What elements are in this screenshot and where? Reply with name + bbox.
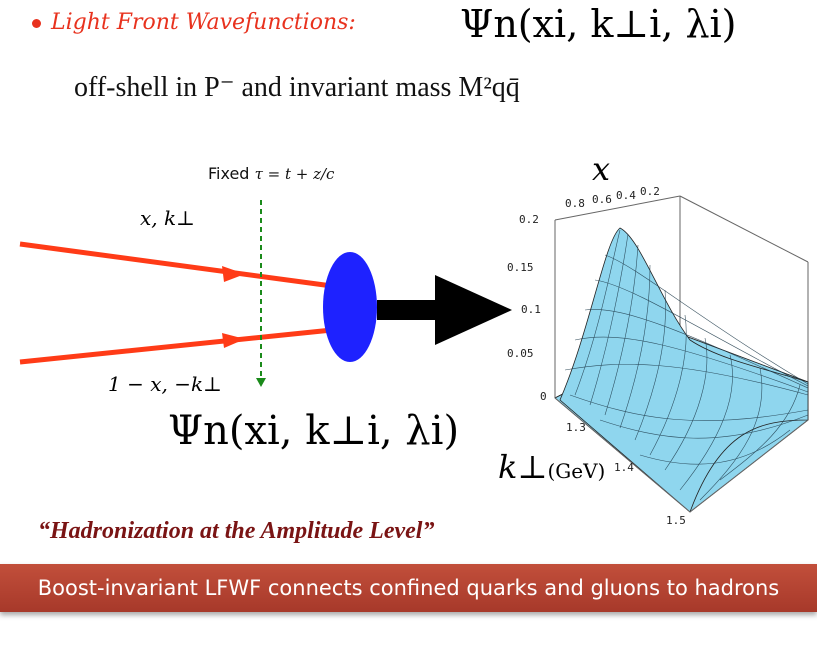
- hadronization-caption: “Hadronization at the Amplitude Level”: [38, 518, 435, 544]
- k-tick-3: 1.5: [666, 514, 686, 527]
- output-arrow-shaft: [377, 300, 447, 320]
- quark-arrow-bottom-icon: [222, 333, 245, 348]
- bottom-momentum-label: 1 − x, −k⊥: [108, 372, 222, 396]
- z-tick-4: 0.05: [507, 347, 534, 360]
- bullet-label: Light Front Wavefunctions:: [51, 10, 356, 35]
- fixed-formula: τ = t + z/c: [254, 165, 335, 183]
- hadron-blob: [323, 252, 377, 362]
- kperp-axis-label: k⊥(GeV): [498, 448, 605, 486]
- bullet-dot-icon: [32, 18, 41, 28]
- quark-line-bottom: [19, 327, 333, 365]
- x-tick-1: 0.8: [565, 197, 585, 210]
- bullet-heading: Light Front Wavefunctions:: [32, 10, 356, 35]
- psi-formula-bottom: Ψn(xi, k⊥i, λi): [168, 408, 460, 454]
- psi-formula-text: Ψn(xi, k⊥i, λi): [460, 2, 737, 46]
- z-tick-3: 0.1: [521, 303, 541, 316]
- k-tick-2: 1.4: [614, 461, 634, 474]
- k-tick-1: 1.3: [566, 421, 586, 434]
- z-tick-1: 0.2: [519, 213, 539, 226]
- x-tick-4: 0.2: [640, 185, 660, 198]
- x-axis-label: x: [592, 150, 611, 188]
- fixed-prefix: Fixed: [208, 164, 250, 183]
- x-tick-2: 0.6: [592, 193, 612, 206]
- quark-arrow-top-icon: [222, 266, 245, 282]
- off-shell-text: off-shell in P⁻ and invariant mass M²qq̄: [74, 72, 520, 103]
- kperp-unit: (GeV): [547, 459, 606, 483]
- z-tick-2: 0.15: [507, 261, 534, 274]
- fixed-tau-arrow-icon: [256, 378, 266, 387]
- z-tick-5: 0: [540, 390, 547, 403]
- surface-mesh: [564, 229, 809, 501]
- fixed-tau-label: Fixed τ = t + z/c: [208, 164, 334, 183]
- surface-peak: [559, 227, 809, 513]
- summary-banner: Boost-invariant LFWF connects confined q…: [0, 564, 817, 612]
- quark-line-top: [19, 241, 333, 289]
- psi-formula-top: Ψn(xi, k⊥i, λi): [460, 2, 737, 46]
- plot-box-front: [554, 220, 809, 513]
- output-arrow-head-icon: [435, 275, 512, 345]
- kperp-symbol: k⊥: [498, 448, 548, 486]
- x-tick-3: 0.4: [616, 189, 636, 202]
- top-momentum-label: x, k⊥: [140, 206, 195, 230]
